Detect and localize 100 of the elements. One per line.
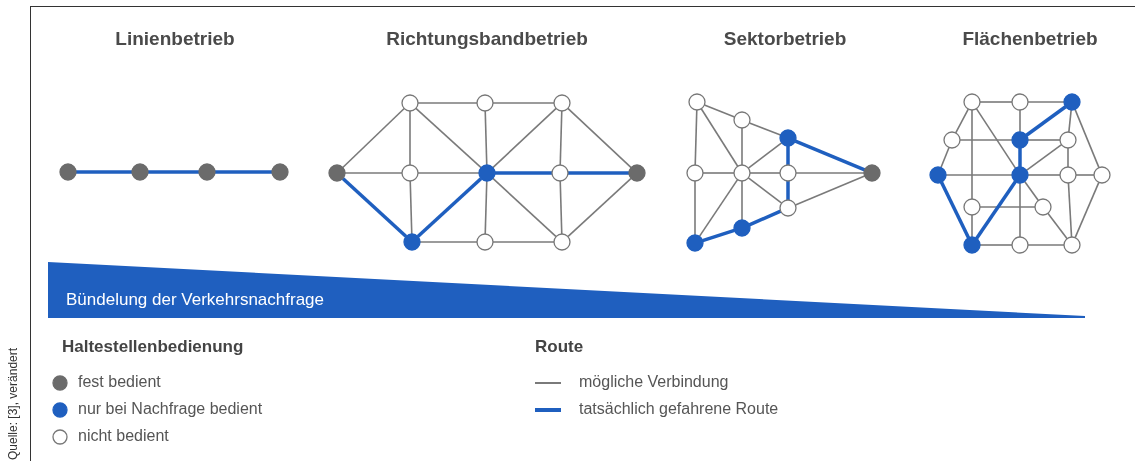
connection-line — [795, 172, 865, 174]
connection-line — [1025, 143, 1063, 172]
connection-line — [1023, 180, 1040, 202]
stop-circle — [1011, 166, 1029, 184]
route-line — [975, 180, 1017, 240]
route-line — [341, 177, 408, 238]
route-line — [794, 139, 866, 172]
stop-circle — [779, 129, 797, 147]
stop-circle — [733, 219, 751, 237]
network-title: Linienbetrieb — [115, 28, 235, 50]
connection-line — [975, 107, 1017, 170]
route-line — [786, 181, 790, 200]
stop-circle — [686, 164, 704, 182]
connection-line — [344, 172, 403, 174]
connection-line — [945, 174, 1013, 176]
connection-line — [694, 109, 698, 166]
stop-circle — [943, 131, 961, 149]
stop-circle — [476, 233, 494, 251]
stop-circle — [1093, 166, 1111, 184]
connection-line — [1027, 174, 1061, 176]
connection-line — [1067, 147, 1069, 168]
connection-line — [417, 102, 478, 104]
stop-circle — [779, 199, 797, 217]
connection-line — [971, 109, 973, 200]
stop-circle — [401, 94, 419, 112]
route-line — [1018, 148, 1022, 167]
connection-line — [794, 175, 866, 206]
connection-line — [979, 244, 1013, 246]
connection-line — [484, 180, 488, 235]
route-line — [76, 170, 132, 174]
stop-circle — [551, 164, 569, 182]
wedge-band — [48, 262, 1085, 318]
connection-line — [971, 214, 973, 238]
connection-line — [1019, 109, 1021, 133]
stop-circle — [1063, 236, 1081, 254]
connection-line — [741, 127, 743, 166]
stop-circle — [401, 164, 419, 182]
stop-circle — [963, 198, 981, 216]
route-line — [939, 181, 971, 239]
source-note: Quelle: [3], verändert — [6, 347, 20, 460]
stop-circle — [328, 164, 346, 182]
connection-line — [1047, 212, 1068, 240]
connection-line — [1027, 101, 1065, 103]
stop-circle — [1034, 198, 1052, 216]
connection-line — [1027, 139, 1061, 141]
stop-circle — [1011, 131, 1029, 149]
route-line — [786, 146, 790, 165]
stop-circle — [733, 111, 751, 129]
route-line — [416, 177, 483, 238]
stop-circle — [198, 163, 216, 181]
stop-circle — [553, 233, 571, 251]
stop-circle — [1011, 236, 1029, 254]
band-label: Bündelung der Verkehrsnachfrage — [66, 290, 324, 310]
connection-line — [747, 177, 783, 204]
stop-circle — [863, 164, 881, 182]
connection-line — [748, 122, 782, 136]
stop-circle — [476, 94, 494, 112]
connection-line — [959, 139, 1013, 141]
stop-circle — [688, 93, 706, 111]
legend-text: tatsächlich gefahrene Route — [579, 400, 779, 418]
connection-line — [694, 180, 696, 236]
connection-line — [747, 142, 783, 169]
connection-line — [415, 107, 482, 169]
connection-line — [559, 180, 563, 235]
network-title: Richtungsbandbetrieb — [386, 28, 588, 50]
network-title: Sektorbetrieb — [723, 28, 847, 50]
connection-line — [698, 178, 739, 238]
connection-line — [492, 177, 557, 238]
stop-circle — [779, 164, 797, 182]
connection-line — [492, 102, 555, 104]
stop-circle — [1063, 93, 1081, 111]
connection-line — [940, 146, 950, 169]
stop-circle — [628, 164, 646, 182]
stop-circle — [403, 233, 421, 251]
connection-line — [409, 110, 411, 166]
stop-circle — [1011, 93, 1029, 111]
connection-line — [417, 172, 480, 174]
route-line — [748, 209, 782, 227]
connection-line — [979, 206, 1036, 208]
stop-circle — [1059, 131, 1077, 149]
stop-circle — [271, 163, 289, 181]
connection-line — [559, 110, 563, 166]
legend-text: mögliche Verbindung — [579, 373, 729, 391]
stop-circle — [733, 164, 751, 182]
route-line — [1025, 105, 1067, 137]
legend-text: nur bei Nachfrage bedient — [78, 400, 263, 418]
connection-line — [741, 180, 743, 221]
stop-circle — [963, 236, 981, 254]
connection-line — [703, 104, 736, 118]
connection-line — [749, 172, 781, 174]
connection-line — [1074, 181, 1100, 239]
stop-circle — [131, 163, 149, 181]
stop-circle — [478, 164, 496, 182]
connection-line — [484, 110, 488, 166]
connection-line — [1067, 182, 1073, 238]
connection-line — [954, 108, 970, 134]
connection-line — [702, 172, 735, 174]
route-line — [568, 171, 629, 175]
connection-line — [492, 241, 555, 243]
connection-line — [700, 107, 739, 168]
